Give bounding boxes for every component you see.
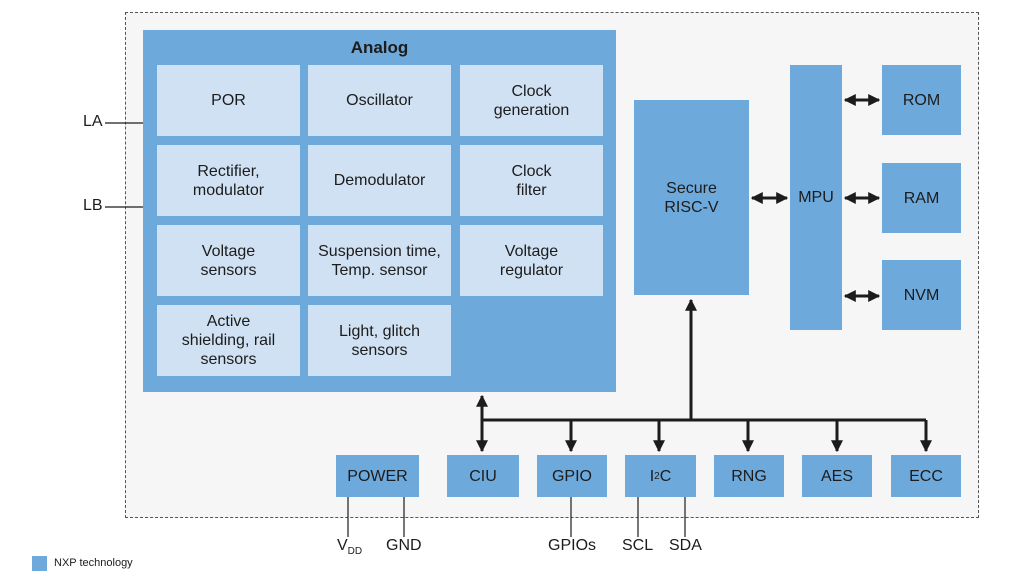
cell-demodulator: Demodulator	[308, 145, 451, 216]
pin-vdd-sub: DD	[347, 546, 363, 558]
rng-block: RNG	[714, 455, 784, 497]
ram-block: RAM	[882, 163, 961, 233]
power-block: POWER	[336, 455, 419, 497]
i2c-label-tail: C	[659, 467, 672, 485]
cell-suspension-temp-sensor: Suspension time, Temp. sensor	[308, 225, 451, 296]
legend-swatch	[32, 556, 47, 571]
analog-title: Analog	[350, 38, 409, 57]
cell-voltage-sensors: Voltage sensors	[157, 225, 300, 296]
pin-gpios-label: GPIOs	[548, 537, 597, 554]
cell-voltage-regulator: Voltage regulator	[460, 225, 603, 296]
legend-label: NXP technology	[54, 557, 133, 569]
pin-sda-label: SDA	[669, 537, 702, 554]
cell-active-shielding: Active shielding, rail sensors	[157, 305, 300, 376]
i2c-label-sup: 2	[654, 470, 660, 482]
mpu-block: MPU	[790, 65, 842, 330]
cell-clock-generation: Clock generation	[460, 65, 603, 136]
secure-risc-v-block: Secure RISC-V	[634, 100, 749, 295]
analog-block: Analog POR Oscillator Clock generation R…	[143, 30, 616, 392]
rom-block: ROM	[882, 65, 961, 135]
cell-rectifier-modulator: Rectifier, modulator	[157, 145, 300, 216]
pin-scl-label: SCL	[622, 537, 654, 554]
ecc-block: ECC	[891, 455, 961, 497]
nvm-block: NVM	[882, 260, 961, 330]
cell-oscillator: Oscillator	[308, 65, 451, 136]
pin-vdd-main: V	[337, 537, 348, 554]
pin-gnd-label: GND	[386, 537, 422, 554]
pin-la-label: LA	[83, 113, 103, 130]
ciu-block: CIU	[447, 455, 519, 497]
pin-lb-label: LB	[83, 197, 103, 214]
cell-clock-filter: Clock filter	[460, 145, 603, 216]
pin-vdd-label: VDD	[337, 537, 362, 557]
aes-block: AES	[802, 455, 872, 497]
gpio-block: GPIO	[537, 455, 607, 497]
cell-por: POR	[157, 65, 300, 136]
cell-light-glitch-sensors: Light, glitch sensors	[308, 305, 451, 376]
i2c-label-main: I	[649, 467, 655, 485]
